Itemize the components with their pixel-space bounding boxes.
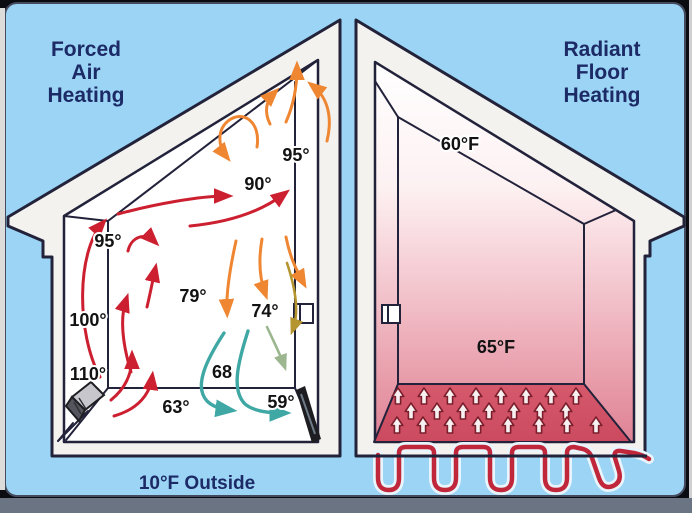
temp-label: 79° [179, 286, 206, 306]
temp-label: 60°F [441, 134, 479, 154]
hot-air-arrows [81, 188, 290, 418]
right-house-room [373, 60, 636, 444]
svg-text:Forced: Forced [51, 38, 121, 61]
temp-label: 110° [70, 364, 106, 384]
right-room-perspective-lines [374, 80, 617, 385]
temp-label: 63° [162, 397, 189, 417]
frame-bottom-strip [0, 498, 692, 513]
temp-label: 59° [267, 392, 294, 412]
svg-text:Radiant: Radiant [563, 38, 640, 61]
temp-label: 100° [69, 310, 106, 330]
temp-label: 65°F [477, 337, 515, 357]
left-house-room [62, 58, 320, 444]
temp-label: 95° [282, 145, 309, 165]
svg-text:Heating: Heating [563, 84, 640, 107]
radiant-floor-title: Radiant Floor Heating [563, 38, 640, 107]
return-air-arrow [285, 261, 303, 336]
left-temp-labels: 95° 90° 95° 100° 79° 74° 110° 68 63° 59° [67, 143, 311, 419]
svg-text:Heating: Heating [47, 84, 124, 107]
temp-label: 74° [251, 301, 278, 321]
forced-air-house: 95° 90° 95° 100° 79° 74° 110° 68 63° 59°… [6, 18, 342, 458]
frame-right-edge [689, 0, 692, 500]
frame-left-edge [0, 8, 5, 490]
cool-air-arrows [199, 325, 292, 422]
supply-register-icon [57, 380, 106, 442]
warm-air-arrows [212, 60, 331, 319]
temp-label: 95° [94, 231, 121, 251]
svg-text:Air: Air [71, 61, 100, 84]
outside-temp-label: 10°F Outside [139, 473, 255, 494]
forced-air-title: Forced Air Heating [47, 38, 124, 107]
temp-label: 68 [212, 362, 232, 382]
svg-text:Floor: Floor [576, 61, 629, 84]
heat-pipe-icon [356, 442, 654, 495]
wall-register-icon [381, 304, 401, 324]
radiant-floor-house: 60°F 65°F Radiant Floor Heating [354, 18, 686, 458]
return-vent-icon [296, 386, 321, 443]
temp-label: 90° [244, 174, 271, 194]
